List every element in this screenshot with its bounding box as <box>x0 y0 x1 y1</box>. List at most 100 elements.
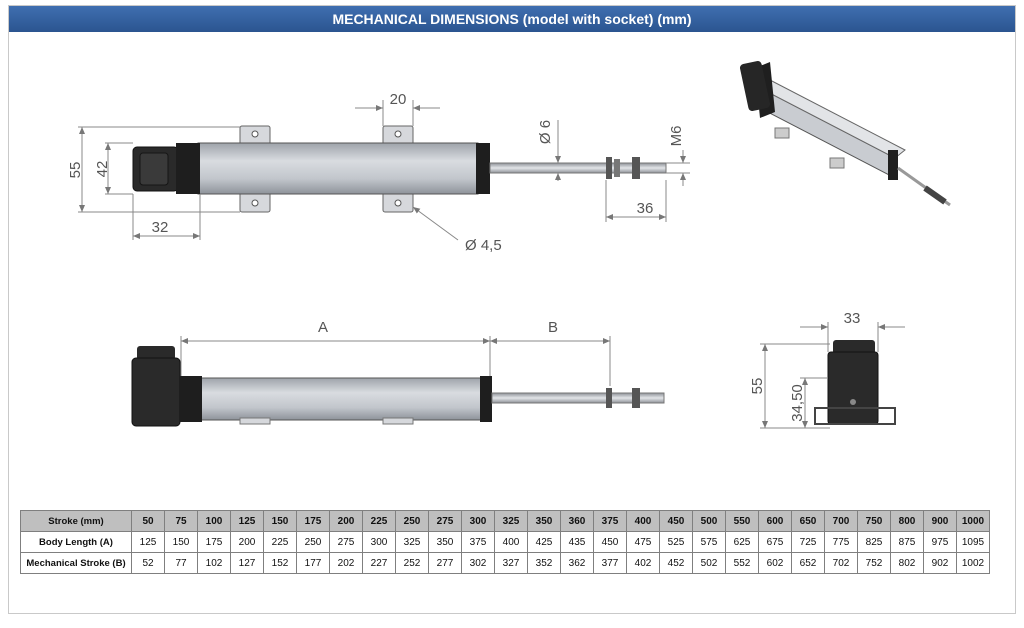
table-cell: 127 <box>230 552 264 574</box>
page-title: MECHANICAL DIMENSIONS (model with socket… <box>9 6 1015 32</box>
table-cell: 325 <box>494 510 528 532</box>
table-cell: 152 <box>263 552 297 574</box>
table-cell: 435 <box>560 531 594 553</box>
dim-socket-height: 34,50 <box>789 384 806 422</box>
table-cell: 375 <box>461 531 495 553</box>
sensor-body <box>197 142 479 195</box>
end-cap <box>476 143 490 194</box>
row-label: Mechanical Stroke (B) <box>20 552 132 574</box>
table-cell: 750 <box>857 510 891 532</box>
table-cell: 825 <box>857 531 891 553</box>
table-cell: 402 <box>626 552 660 574</box>
push-rod <box>489 162 667 174</box>
table-cell: 250 <box>395 510 429 532</box>
table-cell: 875 <box>890 531 924 553</box>
table-cell: 325 <box>395 531 429 553</box>
table-cell: 500 <box>692 510 726 532</box>
table-cell: 125 <box>131 531 165 553</box>
table-cell: 300 <box>362 531 396 553</box>
top-view: 55 42 32 20 Ø 6 M6 36 Ø 4,5 <box>67 91 690 254</box>
table-cell: 425 <box>527 531 561 553</box>
table-cell: 450 <box>593 531 627 553</box>
table-cell: 377 <box>593 552 627 574</box>
dim-bracket-width: 20 <box>390 91 407 108</box>
table-cell: 552 <box>725 552 759 574</box>
dim-rod-diameter: Ø 6 <box>537 120 554 144</box>
table-cell: 200 <box>230 531 264 553</box>
table-cell: 177 <box>296 552 330 574</box>
table-cell: 302 <box>461 552 495 574</box>
table-cell: 200 <box>329 510 363 532</box>
table-cell: 650 <box>791 510 825 532</box>
table-cell: 275 <box>329 531 363 553</box>
table-cell: 175 <box>296 510 330 532</box>
table-cell: 575 <box>692 531 726 553</box>
dim-inner-height: 42 <box>94 161 111 178</box>
side-socket <box>131 357 181 427</box>
table-cell: 375 <box>593 510 627 532</box>
table-cell: 277 <box>428 552 462 574</box>
side-body <box>199 377 489 421</box>
table-cell: 250 <box>296 531 330 553</box>
table-cell: 52 <box>131 552 165 574</box>
table-cell: 1000 <box>956 510 990 532</box>
isometric-view <box>739 60 951 207</box>
table-cell: 227 <box>362 552 396 574</box>
table-cell: 1095 <box>956 531 990 553</box>
row-label: Body Length (A) <box>20 531 132 553</box>
table-cell: 400 <box>626 510 660 532</box>
dim-socket-width: 32 <box>152 219 169 236</box>
table-cell: 975 <box>923 531 957 553</box>
table-cell: 100 <box>197 510 231 532</box>
table-cell: 225 <box>362 510 396 532</box>
dim-end-width: 33 <box>844 310 861 327</box>
table-cell: 352 <box>527 552 561 574</box>
table-cell: 550 <box>725 510 759 532</box>
table-cell: 175 <box>197 531 231 553</box>
table-cell: 702 <box>824 552 858 574</box>
table-cell: 202 <box>329 552 363 574</box>
row-label: Stroke (mm) <box>20 510 132 532</box>
table-cell: 275 <box>428 510 462 532</box>
table-cell: 75 <box>164 510 198 532</box>
table-cell: 900 <box>923 510 957 532</box>
table-cell: 150 <box>263 510 297 532</box>
dim-overall-height: 55 <box>67 162 84 179</box>
table-cell: 802 <box>890 552 924 574</box>
table-cell: 300 <box>461 510 495 532</box>
dim-thread: M6 <box>668 126 685 147</box>
table-cell: 400 <box>494 531 528 553</box>
table-cell: 775 <box>824 531 858 553</box>
table-cell: 350 <box>527 510 561 532</box>
table-cell: 902 <box>923 552 957 574</box>
side-view: A B <box>131 319 665 427</box>
table-cell: 502 <box>692 552 726 574</box>
table-cell: 602 <box>758 552 792 574</box>
table-cell: 625 <box>725 531 759 553</box>
table-cell: 525 <box>659 531 693 553</box>
table-cell: 150 <box>164 531 198 553</box>
dim-hole-diameter: Ø 4,5 <box>465 237 502 254</box>
table-cell: 475 <box>626 531 660 553</box>
table-cell: 252 <box>395 552 429 574</box>
table-cell: 327 <box>494 552 528 574</box>
table-cell: 450 <box>659 510 693 532</box>
table-cell: 675 <box>758 531 792 553</box>
dim-stroke-label: B <box>548 319 558 336</box>
table-cell: 360 <box>560 510 594 532</box>
table-cell: 800 <box>890 510 924 532</box>
end-socket <box>827 351 879 425</box>
table-cell: 1002 <box>956 552 990 574</box>
table-cell: 102 <box>197 552 231 574</box>
table-cell: 452 <box>659 552 693 574</box>
dim-body-length-label: A <box>318 319 328 336</box>
table-cell: 362 <box>560 552 594 574</box>
technical-drawing: 55 42 32 20 Ø 6 M6 36 Ø 4,5 <box>67 60 951 429</box>
table-cell: 50 <box>131 510 165 532</box>
table-cell: 225 <box>263 531 297 553</box>
dim-rod-end-length: 36 <box>637 200 654 217</box>
end-view: 33 55 34,50 <box>749 310 905 429</box>
dim-end-height: 55 <box>749 378 766 395</box>
